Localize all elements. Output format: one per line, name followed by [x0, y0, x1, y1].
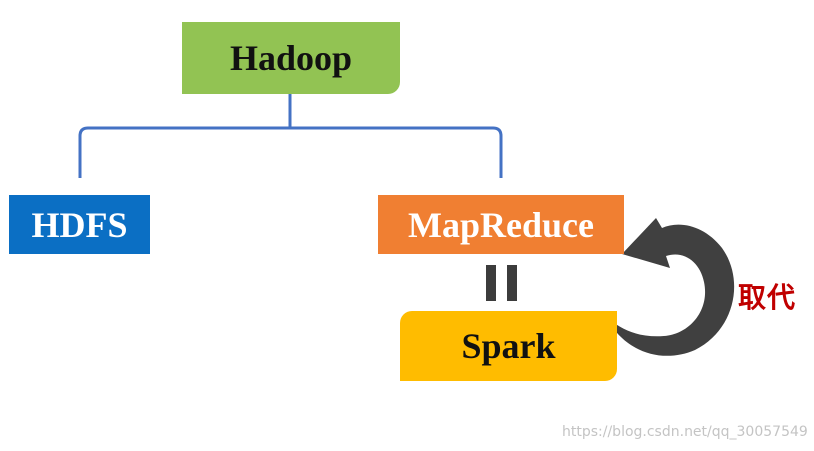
- hadoop-node: Hadoop: [182, 22, 400, 94]
- replace-label: 取代: [738, 281, 797, 314]
- replace-arrow-icon: [606, 218, 735, 356]
- watermark: https://blog.csdn.net/qq_30057549: [562, 424, 808, 440]
- hdfs-node: HDFS: [9, 195, 150, 254]
- mapreduce-node: MapReduce: [378, 195, 624, 254]
- tree-connector: [78, 94, 503, 178]
- equals-bar-right: [507, 265, 517, 301]
- spark-node: Spark: [400, 311, 617, 381]
- equals-bar-left: [486, 265, 496, 301]
